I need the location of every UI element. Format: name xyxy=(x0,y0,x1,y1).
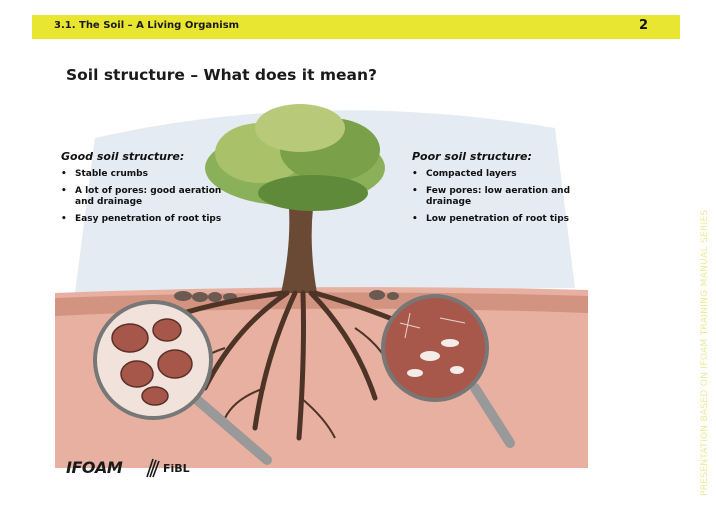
list-item-text: A lot of pores: good aeration and draina… xyxy=(75,186,221,207)
fibl-logo: FiBL xyxy=(145,458,190,478)
list-item: •Compacted layers xyxy=(412,169,592,180)
series-sidebar-text: PRESENTATION BASED ON IFOAM TRAINING MAN… xyxy=(700,210,710,496)
list-item-text: Easy penetration of root tips xyxy=(75,214,221,224)
list-item-text: Stable crumbs xyxy=(75,169,148,179)
header-bar: 3.1. The Soil – A Living Organism 2 xyxy=(32,15,680,39)
fibl-logo-text: FiBL xyxy=(163,462,190,475)
list-item-text: Low penetration of root tips xyxy=(426,214,569,224)
section-title: 3.1. The Soil – A Living Organism xyxy=(54,20,239,31)
list-item: •Stable crumbs xyxy=(61,169,231,180)
list-item: •Low penetration of root tips xyxy=(412,214,592,225)
poor-structure-list: Poor soil structure: •Compacted layers •… xyxy=(412,150,592,231)
fibl-leaf-icon xyxy=(145,458,161,478)
list-item: •Few pores: low aeration and drainage xyxy=(412,186,592,208)
good-structure-list: Good soil structure: •Stable crumbs •A l… xyxy=(61,150,231,231)
list-item-text: Few pores: low aeration and drainage xyxy=(426,186,570,207)
poor-structure-heading: Poor soil structure: xyxy=(412,150,592,163)
good-structure-heading: Good soil structure: xyxy=(61,150,231,163)
list-item: •A lot of pores: good aeration and drain… xyxy=(61,186,231,208)
slide-title: Soil structure – What does it mean? xyxy=(66,66,377,84)
ifoam-logo: IFOAM xyxy=(66,458,122,477)
list-item-text: Compacted layers xyxy=(426,169,517,179)
page-number: 2 xyxy=(639,18,648,33)
list-item: •Easy penetration of root tips xyxy=(61,214,231,225)
